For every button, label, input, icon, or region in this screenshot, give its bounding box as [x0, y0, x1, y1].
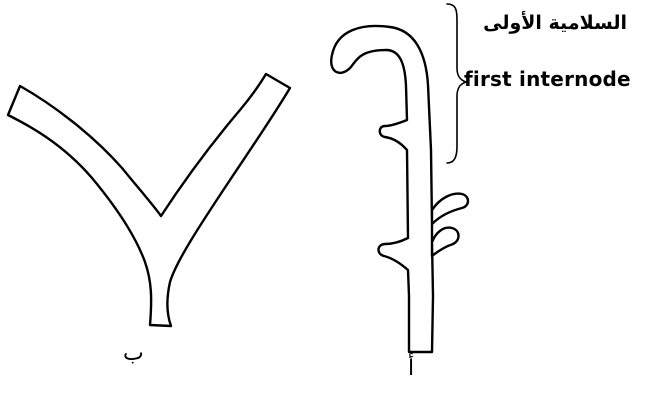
figure-label-b: ب — [123, 341, 144, 366]
figure-label-a: أ — [408, 356, 415, 381]
internode-label-arabic: السلامية الأولى — [483, 12, 627, 34]
hooked-stem-with-buds — [330, 24, 470, 354]
internode-bracket — [446, 3, 467, 164]
y-shaped-stem — [6, 72, 292, 328]
internode-label-english: first internode — [464, 67, 631, 91]
